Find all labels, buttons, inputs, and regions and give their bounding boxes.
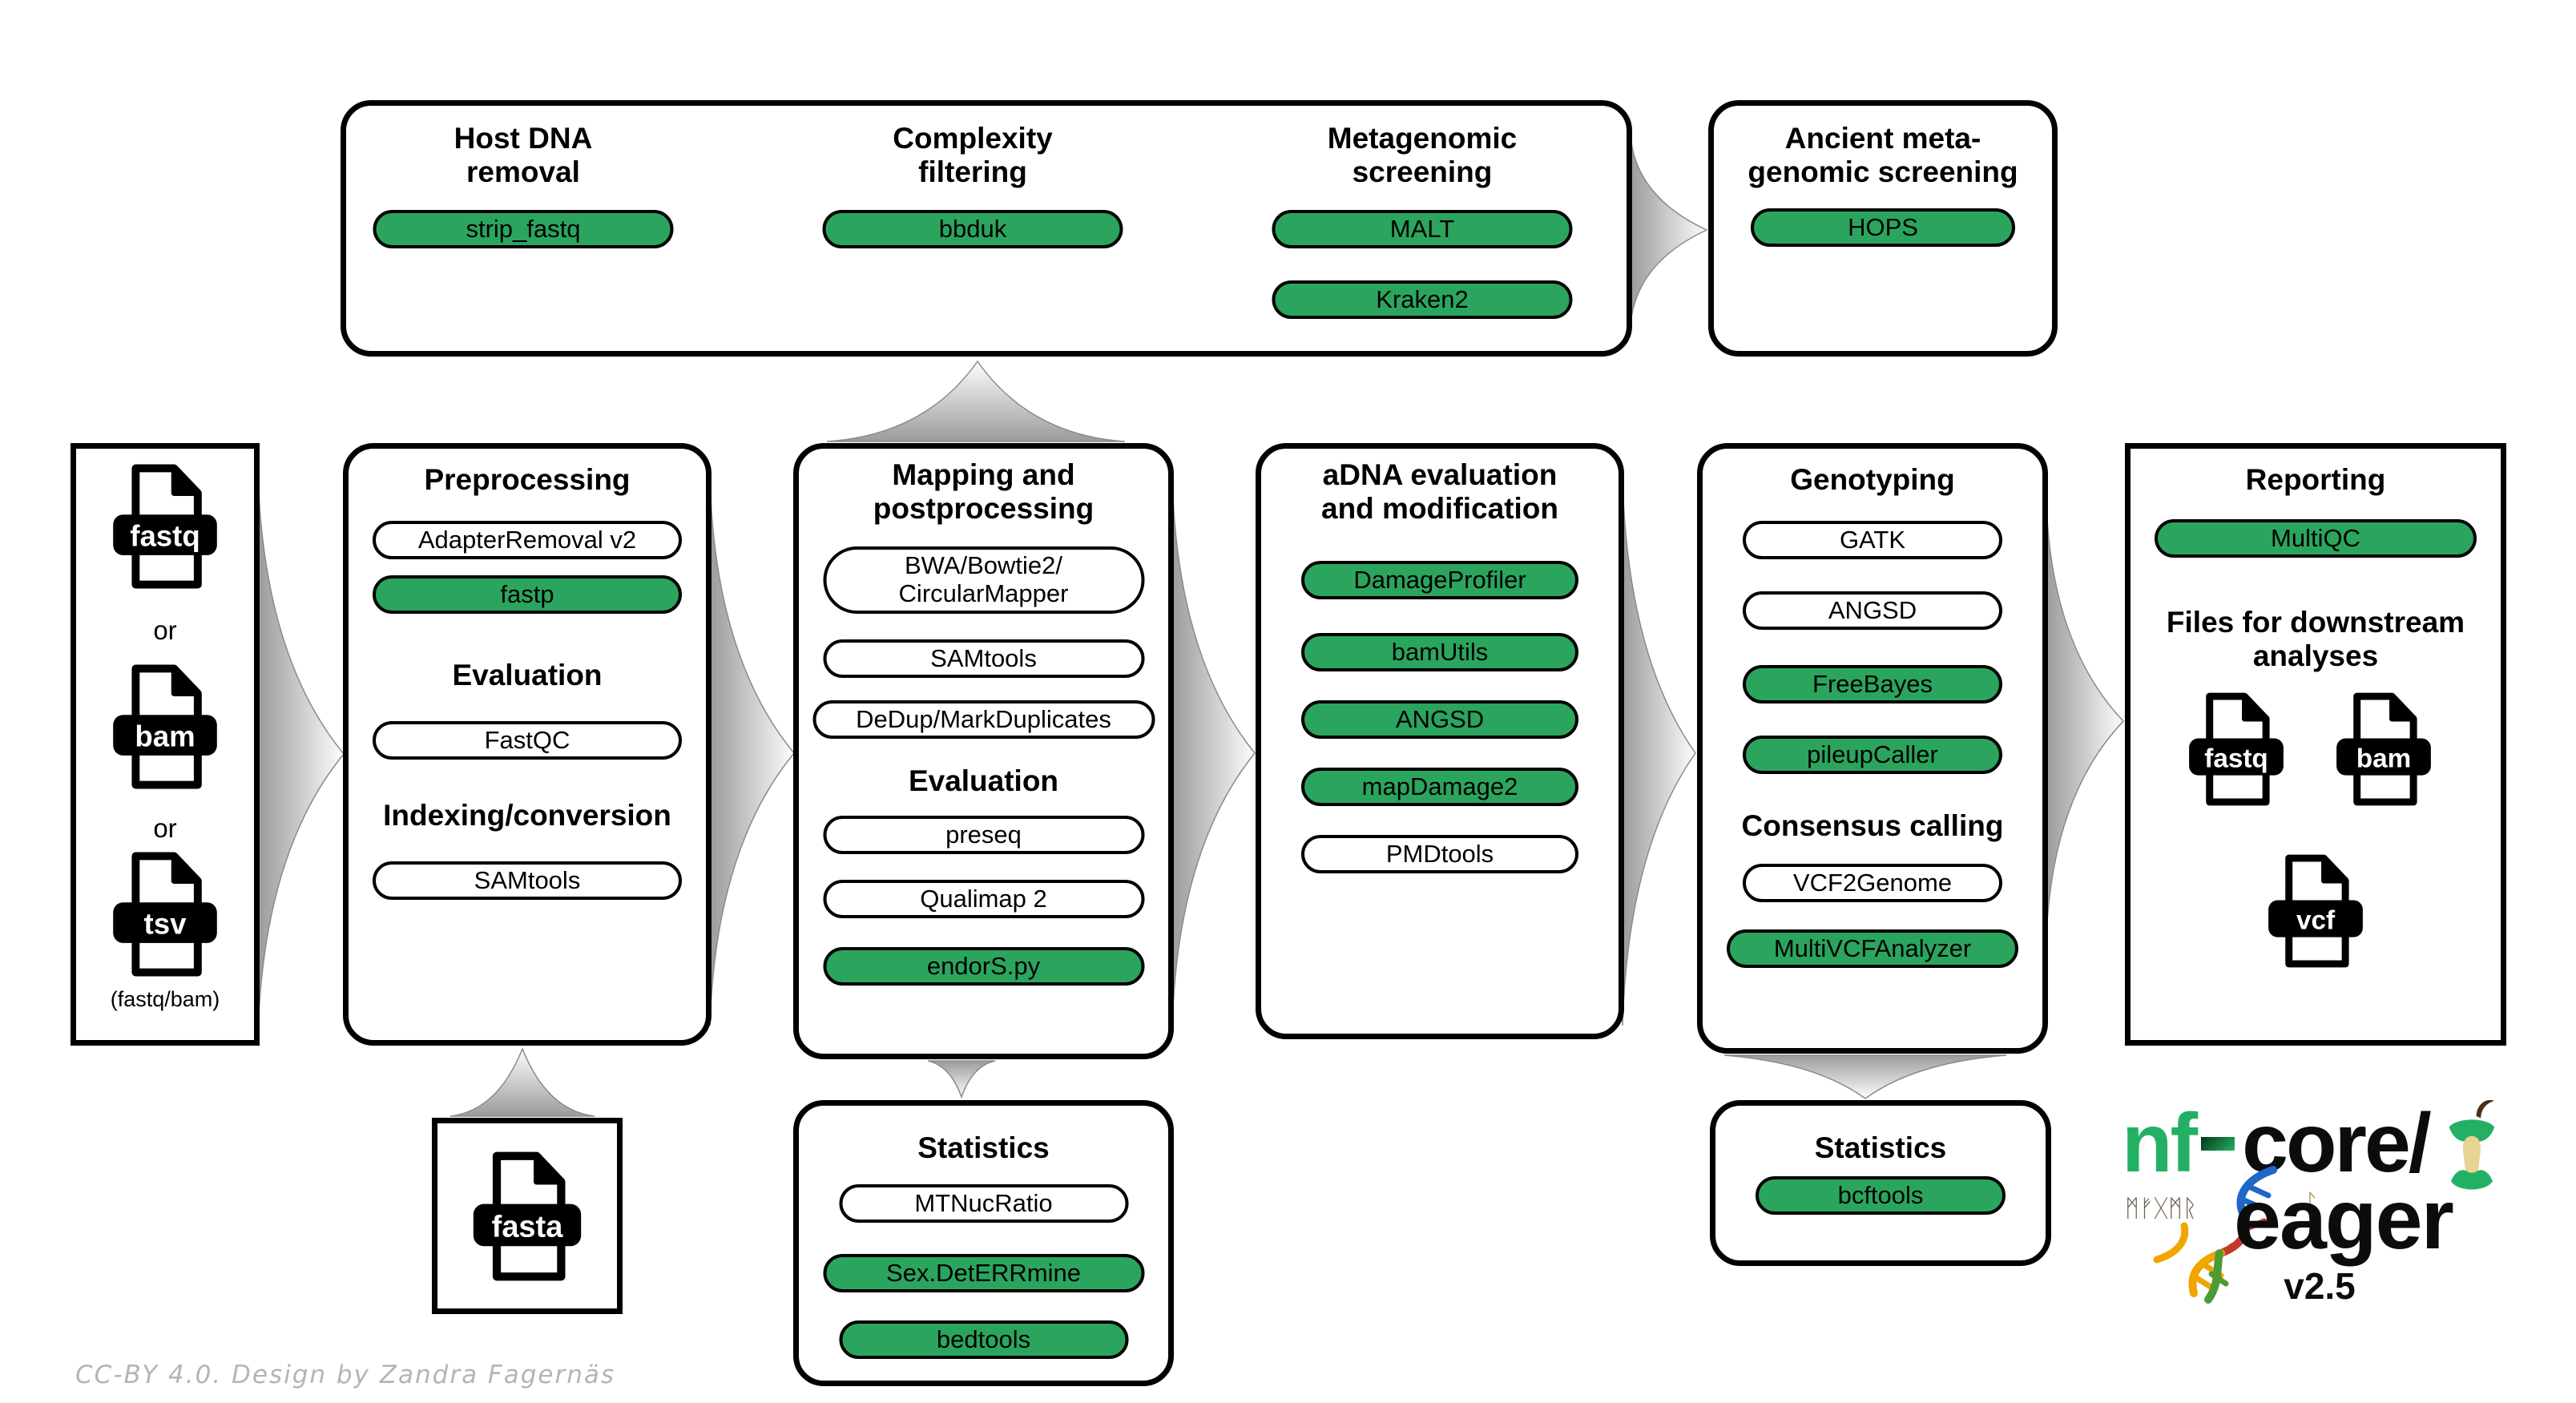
tool-pill-angsd-genotyping: ANGSD bbox=[1743, 591, 2002, 630]
tool-pill-multivcfanalyzer: MultiVCFAnalyzer bbox=[1727, 929, 2018, 968]
tool-pill-mtnucratio: MTNucRatio bbox=[839, 1184, 1128, 1223]
arrow-mapping-to-screening bbox=[826, 360, 1126, 442]
fasta-file-icon: fasta bbox=[467, 1149, 587, 1284]
svg-text:vcf: vcf bbox=[2296, 905, 2336, 935]
tool-pill-pmdtools: PMDtools bbox=[1301, 835, 1578, 873]
reporting-title: Reporting bbox=[2245, 463, 2386, 496]
license-credit: CC-BY 4.0. Design by Zandra Fagernäs bbox=[75, 1361, 616, 1389]
statistics-mapping-box: Statistics MTNucRatio Sex.DetERRmine bed… bbox=[793, 1100, 1174, 1386]
svg-text:ᛚ: ᛚ bbox=[2303, 1189, 2320, 1222]
svg-text:ᛗᚠᚷᛗᚱ: ᛗᚠᚷᛗᚱ bbox=[2125, 1195, 2197, 1223]
tool-pill-gatk: GATK bbox=[1743, 521, 2002, 559]
tool-pill-multiqc: MultiQC bbox=[2155, 519, 2477, 558]
evaluation-heading: Evaluation bbox=[452, 659, 603, 691]
input-files-box: fastq or bam or tsv (fastq/bam) bbox=[71, 443, 260, 1046]
logo-nf: nf bbox=[2122, 1097, 2198, 1190]
complexity-filtering-title: Complexity filtering bbox=[893, 122, 1053, 189]
metagenomic-screening-column: Metagenomic screening MALT Kraken2 bbox=[1254, 122, 1590, 338]
logo-core: core/ bbox=[2242, 1097, 2432, 1190]
arrow-genotyping-to-statistics bbox=[1723, 1054, 2007, 1099]
ancient-screening-box: Ancient meta- genomic screening HOPS bbox=[1708, 100, 2058, 357]
arrow-fasta-to-preprocessing bbox=[449, 1046, 595, 1117]
arrow-screening-to-ancient bbox=[1630, 135, 1708, 325]
tool-pill-mapdamage2: mapDamage2 bbox=[1301, 768, 1578, 806]
tool-pill-bwa-bowtie2-circularmapper: BWA/Bowtie2/ CircularMapper bbox=[823, 546, 1144, 614]
screening-box: Host DNA removal strip_fastq Complexity … bbox=[341, 100, 1632, 357]
statistics-title: Statistics bbox=[917, 1131, 1050, 1164]
arrow-mapping-to-adna bbox=[1171, 480, 1256, 1026]
tool-pill-pileupcaller: pileupCaller bbox=[1743, 736, 2002, 774]
arrow-input-to-preprocessing bbox=[257, 474, 345, 1034]
tool-pill-fastp: fastp bbox=[373, 575, 682, 614]
tool-pill-qualimap2: Qualimap 2 bbox=[823, 880, 1144, 918]
tool-pill-angsd-adna: ANGSD bbox=[1301, 700, 1578, 739]
tool-pill-strip-fastq: strip_fastq bbox=[373, 210, 674, 248]
dna-helix-icon: ᛗᚠᚷᛗᚱ ᛚ bbox=[2125, 1162, 2333, 1314]
tool-pill-adapterremoval: AdapterRemoval v2 bbox=[373, 521, 682, 559]
fastq-file-icon: fastq bbox=[108, 462, 222, 591]
svg-text:bam: bam bbox=[2356, 744, 2411, 773]
svg-text:bam: bam bbox=[135, 720, 195, 753]
tool-pill-damageprofiler: DamageProfiler bbox=[1301, 561, 1578, 599]
tool-pill-bamutils: bamUtils bbox=[1301, 633, 1578, 671]
svg-text:fastq: fastq bbox=[2204, 744, 2268, 773]
bam-file-icon: bam bbox=[108, 662, 222, 792]
logo-version: v2.5 bbox=[2284, 1265, 2356, 1307]
mapping-box: Mapping and postprocessing BWA/Bowtie2/ … bbox=[793, 443, 1174, 1059]
bam-file-icon: bam bbox=[2332, 689, 2435, 809]
tool-pill-samtools-mapping: SAMtools bbox=[823, 639, 1144, 678]
arrow-mapping-to-statistics bbox=[927, 1060, 996, 1099]
logo-eager: eager bbox=[2234, 1172, 2454, 1267]
evaluation-heading: Evaluation bbox=[908, 764, 1059, 797]
complexity-filtering-column: Complexity filtering bbduk bbox=[804, 122, 1141, 338]
arrow-genotyping-to-reporting bbox=[2046, 504, 2125, 938]
tool-pill-bbduk: bbduk bbox=[822, 210, 1123, 248]
svg-text:fasta: fasta bbox=[492, 1211, 564, 1244]
vcf-file-icon: vcf bbox=[2264, 851, 2367, 971]
host-dna-removal-column: Host DNA removal strip_fastq bbox=[355, 122, 691, 338]
reporting-box: Reporting MultiQC Files for downstream a… bbox=[2125, 443, 2506, 1046]
tool-pill-bedtools: bedtools bbox=[839, 1320, 1128, 1359]
consensus-calling-heading: Consensus calling bbox=[1741, 809, 2004, 842]
tool-pill-bcftools: bcftools bbox=[1756, 1176, 2006, 1215]
tool-pill-endors-py: endorS.py bbox=[823, 947, 1144, 986]
mapping-title: Mapping and postprocessing bbox=[873, 458, 1094, 526]
svg-text:tsv: tsv bbox=[144, 908, 187, 941]
tool-pill-hops: HOPS bbox=[1751, 208, 2015, 247]
tool-pill-freebayes: FreeBayes bbox=[1743, 665, 2002, 704]
tool-pill-preseq: preseq bbox=[823, 816, 1144, 854]
or-label: or bbox=[153, 615, 177, 645]
fasta-reference-box: fasta bbox=[432, 1118, 623, 1314]
fastq-file-icon: fastq bbox=[2185, 689, 2288, 809]
nf-core-logo-text: nf core/ bbox=[2122, 1096, 2432, 1191]
logo-dash bbox=[2201, 1137, 2235, 1151]
indexing-conversion-heading: Indexing/conversion bbox=[383, 799, 671, 832]
downstream-files-heading: Files for downstream analyses bbox=[2166, 606, 2465, 673]
ancient-screening-title: Ancient meta- genomic screening bbox=[1748, 122, 2018, 189]
tool-pill-vcf2genome: VCF2Genome bbox=[1743, 864, 2002, 902]
preprocessing-box: Preprocessing AdapterRemoval v2 fastp Ev… bbox=[343, 443, 712, 1046]
tool-pill-malt: MALT bbox=[1272, 210, 1573, 248]
arrow-adna-to-genotyping bbox=[1622, 480, 1696, 1026]
apple-core-icon bbox=[2444, 1095, 2500, 1191]
svg-text:fastq: fastq bbox=[130, 520, 200, 553]
or-label: or bbox=[153, 813, 177, 843]
preprocessing-title: Preprocessing bbox=[424, 463, 631, 496]
genotyping-box: Genotyping GATK ANGSD FreeBayes pileupCa… bbox=[1697, 443, 2048, 1054]
genotyping-title: Genotyping bbox=[1790, 463, 1955, 496]
statistics-genotyping-box: Statistics bcftools bbox=[1710, 1100, 2051, 1266]
tool-pill-fastqc: FastQC bbox=[373, 721, 682, 760]
statistics-title: Statistics bbox=[1814, 1131, 1947, 1164]
tool-pill-dedup-markduplicates: DeDup/MarkDuplicates bbox=[812, 700, 1155, 739]
adna-box: aDNA evaluation and modification DamageP… bbox=[1256, 443, 1624, 1039]
host-dna-removal-title: Host DNA removal bbox=[454, 122, 593, 189]
tsv-note: (fastq/bam) bbox=[110, 987, 220, 1011]
arrow-preprocessing-to-mapping bbox=[709, 480, 795, 1026]
tool-pill-kraken2: Kraken2 bbox=[1272, 280, 1573, 319]
tool-pill-sex-deterrmine: Sex.DetERRmine bbox=[823, 1254, 1144, 1292]
tsv-file-icon: tsv bbox=[108, 849, 222, 979]
metagenomic-screening-title: Metagenomic screening bbox=[1327, 122, 1518, 189]
adna-title: aDNA evaluation and modification bbox=[1321, 458, 1558, 526]
tool-pill-samtools: SAMtools bbox=[373, 861, 682, 900]
